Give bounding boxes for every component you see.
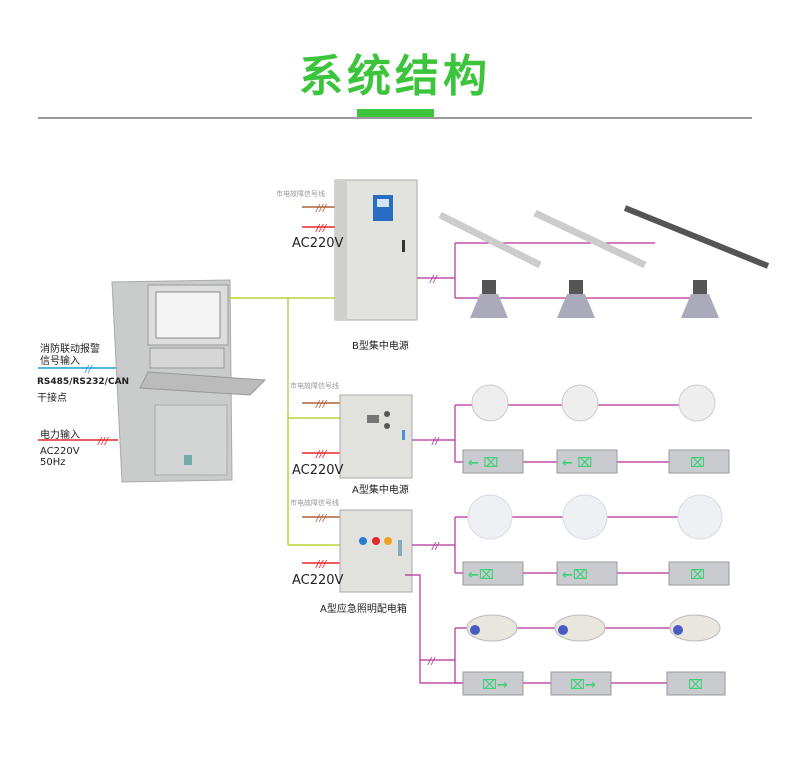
svg-text:///: ///	[315, 223, 328, 234]
comm-protocol-label: RS485/RS232/CAN	[37, 377, 130, 387]
a-type-emergency-distribution-box	[339, 509, 413, 593]
svg-text://: //	[427, 656, 436, 667]
svg-text:⌧: ⌧	[688, 678, 703, 693]
svg-text://: //	[431, 541, 440, 552]
monitoring-console	[111, 279, 267, 483]
svg-text:⌧: ⌧	[690, 456, 705, 471]
a-voltage-label: AC220V	[292, 463, 344, 478]
page-title: 系统结构	[299, 51, 491, 102]
supply-input-lines	[302, 206, 342, 564]
svg-text:///: ///	[315, 449, 328, 460]
fire-signal-label: 消防联动报警 信号输入	[40, 344, 100, 368]
power-input-label: 电力输入	[40, 430, 80, 441]
power-spec-frequency: 50Hz	[40, 457, 66, 468]
b-voltage-label: AC220V	[292, 236, 344, 251]
b-type-central-power-cabinet	[334, 179, 418, 321]
a-fault-signal-label: 市电故障信号线	[290, 382, 339, 390]
svg-text:←⌧: ←⌧	[468, 568, 494, 583]
output-circuits	[405, 242, 690, 684]
svg-text:///: ///	[315, 513, 328, 524]
dist-voltage-label: AC220V	[292, 573, 344, 588]
b-fault-signal-label: 市电故障信号线	[276, 190, 325, 198]
svg-text:///: ///	[315, 203, 328, 214]
downlights	[471, 384, 716, 422]
svg-text:←⌧: ←⌧	[562, 568, 588, 583]
dist-fault-signal-label: 市电故障信号线	[290, 499, 339, 507]
svg-text://: //	[429, 274, 438, 285]
svg-text:///: ///	[315, 559, 328, 570]
svg-text:← ⌧: ← ⌧	[468, 456, 498, 471]
fire-signal-label-line1: 消防联动报警	[40, 344, 100, 355]
fire-signal-label-line2: 信号输入	[40, 356, 80, 367]
svg-text://: //	[84, 364, 93, 375]
svg-text:← ⌧: ← ⌧	[562, 456, 592, 471]
title-underline-accent	[357, 109, 434, 117]
a-supply-caption: A型集中电源	[352, 485, 409, 496]
svg-text://: //	[431, 436, 440, 447]
high-bay-lights	[470, 280, 719, 318]
twin-spot-emergency-lights	[466, 614, 721, 642]
globe-lights	[467, 494, 723, 540]
b-supply-caption: B型集中电源	[352, 341, 409, 352]
bus-lines	[228, 297, 342, 546]
svg-text:///: ///	[97, 436, 110, 447]
dry-contact-label: 干接点	[37, 393, 67, 404]
svg-text:⌧: ⌧	[690, 568, 705, 583]
svg-text:///: ///	[315, 399, 328, 410]
a-type-central-power-box	[339, 394, 413, 479]
dist-box-caption: A型应急照明配电箱	[320, 604, 407, 615]
fluorescent-tube-lights	[438, 205, 770, 269]
exit-signs: ← ⌧ ← ⌧ ⌧ ←⌧ ←⌧ ⌧ ⌧→ ⌧→ ⌧	[462, 449, 730, 696]
power-spec-voltage: AC220V	[40, 446, 80, 457]
svg-text:⌧→: ⌧→	[482, 678, 508, 693]
svg-text:⌧→: ⌧→	[570, 678, 596, 693]
